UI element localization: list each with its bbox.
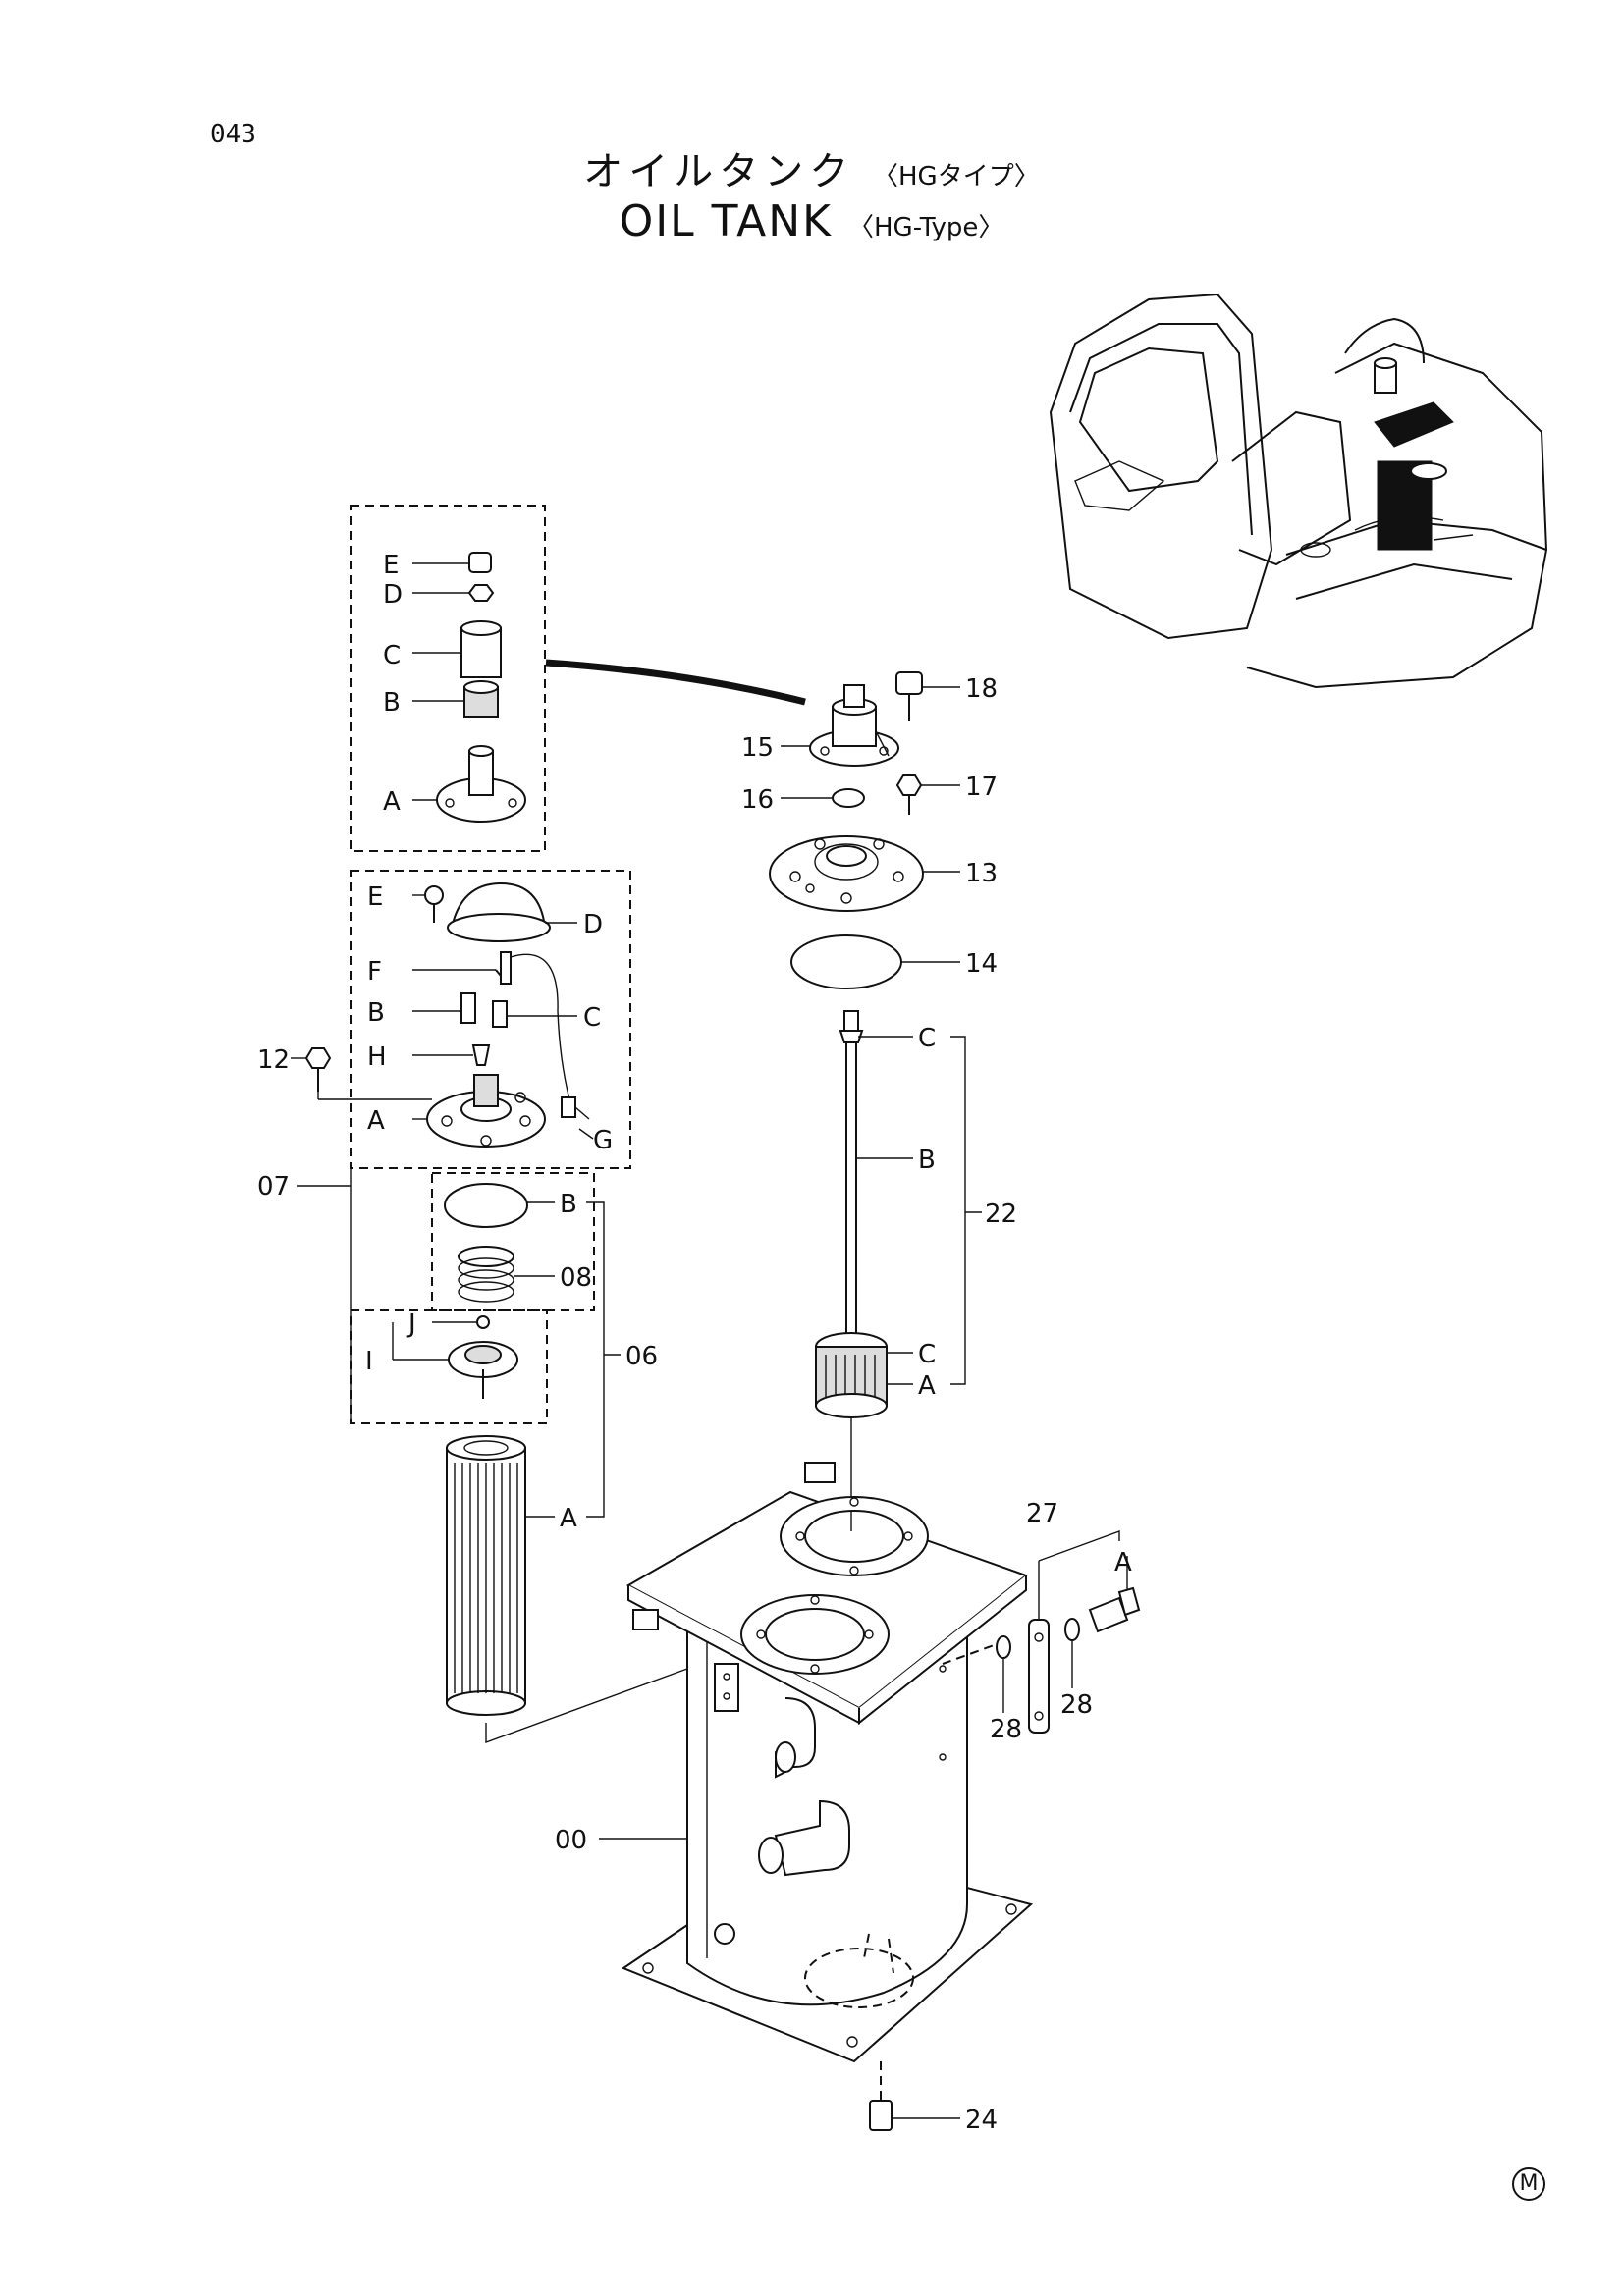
- label-strainer-C-top: C: [918, 1024, 936, 1053]
- label-bracket-A: A: [1114, 1548, 1132, 1577]
- o-ring-16: [781, 788, 865, 808]
- title-japanese: オイルタンク 〈HGタイプ〉: [0, 139, 1623, 196]
- filter-element: [446, 1435, 688, 1744]
- label-cap-H: H: [367, 1042, 387, 1072]
- page-number: 043: [210, 120, 256, 149]
- oil-tank-00: [599, 1462, 1034, 2063]
- callout-24: 24: [965, 2106, 998, 2135]
- label-cap-B: B: [367, 998, 385, 1028]
- gasket-14: [790, 934, 960, 989]
- excavator-location-illustration: [1049, 293, 1548, 689]
- label-filter-J: J: [406, 1309, 416, 1339]
- bolt-12: [291, 1047, 432, 1100]
- callout-18: 18: [965, 674, 998, 704]
- label-strainer-C-bottom: C: [918, 1340, 936, 1369]
- bracket-27-assembly: [942, 1529, 1141, 1734]
- callout-28-right: 28: [1060, 1690, 1093, 1720]
- callout-16: 16: [741, 785, 774, 815]
- label-cap-C: C: [583, 1003, 601, 1033]
- callout-08: 08: [560, 1263, 592, 1293]
- callout-07: 07: [257, 1172, 290, 1201]
- label-breather-B: B: [383, 688, 401, 718]
- label-strainer-A: A: [918, 1371, 936, 1401]
- breather-subassembly-group: [350, 505, 546, 852]
- callout-15: 15: [741, 733, 774, 763]
- label-cap-D: D: [583, 910, 603, 939]
- label-filter-I: I: [365, 1347, 373, 1376]
- callout-17: 17: [965, 773, 998, 802]
- callout-22: 22: [985, 1200, 1017, 1229]
- bracket-22: [950, 1036, 966, 1385]
- title-jp-text: オイルタンク: [583, 149, 855, 194]
- callout-12: 12: [257, 1045, 290, 1075]
- bolt-18: [895, 671, 960, 721]
- callout-13: 13: [965, 859, 998, 888]
- breather-assembly-15: [781, 684, 899, 767]
- bracket-06: [586, 1201, 605, 1518]
- title-en-type: 〈HG-Type〉: [848, 213, 1004, 242]
- title-jp-type: 〈HGタイプ〉: [873, 162, 1040, 191]
- callout-06: 06: [625, 1342, 658, 1371]
- callout-14: 14: [965, 949, 998, 979]
- callout-28-left: 28: [990, 1715, 1022, 1744]
- strainer-assembly-22: [815, 1010, 913, 1531]
- group-pointer-curve: [545, 659, 806, 706]
- label-breather-A: A: [383, 787, 401, 817]
- title-en-text: OIL TANK: [619, 196, 833, 246]
- label-breather-D: D: [383, 580, 403, 610]
- bolt-17: [895, 774, 960, 815]
- label-cap-G: G: [593, 1126, 613, 1155]
- label-strainer-B: B: [918, 1146, 936, 1175]
- drain-plug-24: [869, 2061, 960, 2131]
- title-english: OIL TANK 〈HG-Type〉: [0, 196, 1623, 246]
- label-cap-A: A: [367, 1106, 385, 1136]
- cap-subassembly-group: [350, 870, 631, 1169]
- flange-13: [769, 835, 960, 912]
- label-breather-C: C: [383, 641, 401, 670]
- filter-spring-group: [431, 1172, 595, 1311]
- corner-mark: M: [1512, 2167, 1545, 2201]
- label-cap-F: F: [367, 957, 382, 987]
- valve-group: [350, 1309, 548, 1424]
- label-cap-E: E: [367, 882, 383, 912]
- callout-00: 00: [555, 1826, 587, 1855]
- label-filter-A: A: [560, 1504, 577, 1533]
- callout-27: 27: [1026, 1499, 1058, 1528]
- label-breather-E: E: [383, 551, 399, 580]
- label-filter-B: B: [560, 1190, 577, 1219]
